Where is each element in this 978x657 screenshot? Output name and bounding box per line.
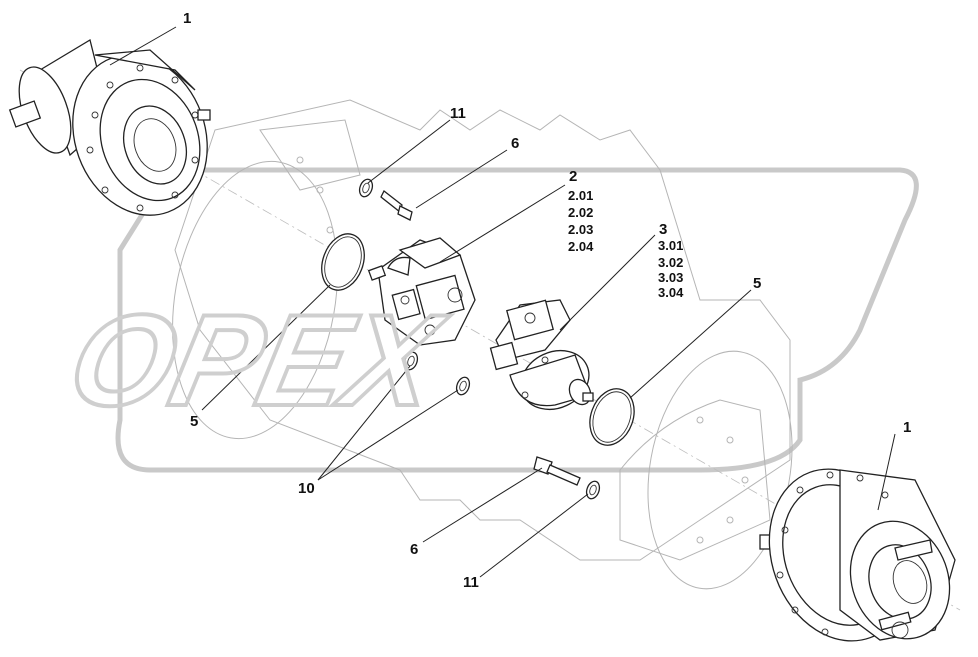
flange-bolts-left bbox=[86, 64, 199, 212]
callout-labels: 1 11 6 2 2.01 2.02 2.03 2.04 3 3.01 3.02… bbox=[183, 10, 911, 591]
washer-bottom bbox=[585, 480, 601, 500]
bolt-top bbox=[380, 190, 413, 221]
callout-10: 10 bbox=[298, 480, 315, 497]
watermark bbox=[115, 167, 919, 473]
callout-11-bottom: 11 bbox=[463, 574, 479, 591]
leader-lines bbox=[109, 26, 896, 578]
callout-2-02: 2.02 bbox=[568, 205, 593, 220]
o-ring-left bbox=[321, 233, 365, 291]
o-ring-right-inner bbox=[592, 391, 632, 443]
callout-2-01: 2.01 bbox=[568, 188, 593, 203]
callout-11-top: 11 bbox=[450, 105, 466, 122]
callout-2-04: 2.04 bbox=[568, 239, 594, 254]
callout-6-top: 6 bbox=[511, 135, 519, 152]
callout-6-bottom: 6 bbox=[410, 541, 418, 558]
watermark-outline bbox=[115, 167, 919, 473]
o-ring-left-inner bbox=[324, 236, 362, 288]
final-drive-right bbox=[759, 468, 956, 642]
callout-2-03: 2.03 bbox=[568, 222, 593, 237]
washer-mid-left bbox=[403, 351, 419, 371]
axle-housing-ghost bbox=[172, 99, 793, 590]
pump-assembly bbox=[367, 237, 476, 346]
o-ring-right bbox=[589, 388, 635, 446]
washer-mid-right bbox=[455, 376, 471, 396]
callout-3-01: 3.01 bbox=[658, 238, 683, 253]
callout-1-bottom: 1 bbox=[903, 419, 911, 436]
callout-5-right: 5 bbox=[753, 275, 761, 292]
callout-3-03: 3.03 bbox=[658, 270, 683, 285]
flange-bolts-right bbox=[776, 471, 889, 636]
washer-top bbox=[358, 178, 374, 198]
callout-3: 3 bbox=[659, 221, 667, 238]
watermark-text: OPEX bbox=[58, 287, 457, 432]
housing-bolt-holes bbox=[296, 156, 749, 544]
final-drive-left bbox=[8, 38, 211, 216]
callout-3-02: 3.02 bbox=[658, 255, 683, 270]
callout-2: 2 bbox=[569, 168, 577, 185]
motor-assembly bbox=[489, 299, 594, 411]
callout-1-top: 1 bbox=[183, 10, 191, 27]
callout-3-04: 3.04 bbox=[658, 285, 684, 300]
callout-5-left: 5 bbox=[190, 413, 198, 430]
